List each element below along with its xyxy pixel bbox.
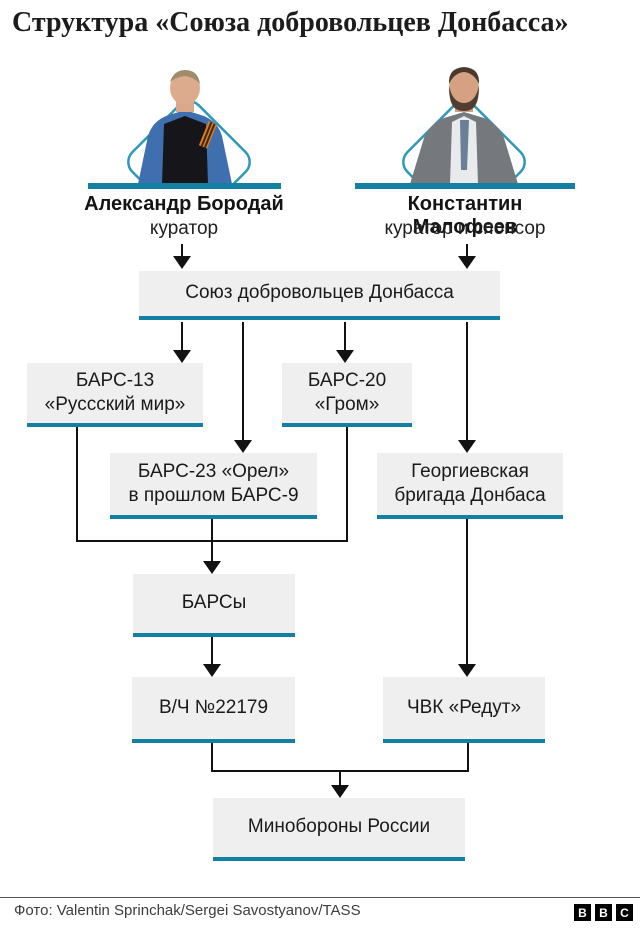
person-name-borodai: Александр Бородай (84, 193, 284, 215)
connector-vch-merge (211, 743, 213, 772)
connector-bars13-merge (76, 427, 78, 542)
arrowhead (203, 664, 221, 677)
footer-divider (0, 897, 640, 898)
arrowhead (173, 256, 191, 269)
connector-merge-bar-bottom (211, 770, 469, 772)
connector-bars20-merge (346, 427, 348, 542)
bbc-logo-block: C (616, 904, 633, 921)
node-label: Георгиевская (411, 460, 529, 482)
node-label: БАРС-23 «Орел» (137, 460, 290, 482)
connector-bars23-barsy (211, 519, 213, 562)
connector-sdd-georg (466, 322, 468, 441)
connector-borodai-sdd (181, 244, 183, 257)
connector-sdd-bars13 (181, 322, 183, 352)
arrowhead (458, 664, 476, 677)
bbc-logo-block: B (595, 904, 612, 921)
photo-malofeev (402, 67, 526, 184)
connector-georg-chvk (466, 519, 468, 665)
node-label-2: «Руссский мир» (44, 394, 186, 415)
photo-credit: Фото: Valentin Sprinchak/Sergei Savostya… (14, 902, 361, 919)
node-label-2: в прошлом БАРС-9 (128, 485, 299, 506)
arrowhead (336, 350, 354, 363)
photo-underline (355, 183, 575, 189)
node-label: В/Ч №22179 (158, 696, 269, 718)
node-chvk: ЧВК «Редут» (383, 677, 545, 743)
connector-sdd-bars23 (242, 322, 244, 441)
node-label: БАРС-20 (307, 369, 387, 391)
photo-underline (88, 183, 281, 189)
node-mod: Минобороны России (213, 798, 465, 861)
arrowhead (203, 561, 221, 574)
node-bars23: БАРС-23 «Орел» в прошлом БАРС-9 (110, 453, 317, 519)
node-label: Союз добровольцев Донбасса (185, 282, 454, 304)
node-bars13: БАРС-13 «Руссский мир» (27, 363, 203, 427)
connector-malofeev-sdd (466, 244, 468, 257)
node-label: БАРСы (181, 592, 247, 614)
node-georg: Георгиевская бригада Донбаса (377, 453, 563, 519)
node-bars20: БАРС-20 «Гром» (282, 363, 412, 427)
arrowhead (234, 440, 252, 453)
node-vch: В/Ч №22179 (132, 677, 295, 743)
arrowhead (458, 440, 476, 453)
node-label: Минобороны России (247, 816, 431, 838)
node-label-2: «Гром» (314, 394, 380, 415)
connector-barsy-vch (211, 637, 213, 665)
person-role-malofeev: куратор и спонсор (384, 218, 546, 239)
arrowhead (458, 256, 476, 269)
node-sdd: Союз добровольцев Донбасса (139, 271, 500, 320)
node-label-2: бригада Донбаса (394, 485, 546, 506)
connector-merge-mod (339, 772, 341, 786)
bbc-logo: B B C (574, 904, 633, 921)
connector-sdd-bars20 (344, 322, 346, 352)
person-name-malofeev: Константин Малофеев (407, 193, 523, 238)
bbc-logo-block: B (574, 904, 591, 921)
node-label: ЧВК «Редут» (406, 696, 522, 718)
arrowhead (331, 785, 349, 798)
connector-chvk-merge (467, 743, 469, 772)
page-title: Структура «Союза добровольцев Донбасса» (12, 7, 569, 38)
node-barsy: БАРСы (133, 574, 295, 637)
photo-borodai (127, 70, 251, 184)
person-role-borodai: куратор (149, 218, 219, 239)
arrowhead (173, 350, 191, 363)
node-label: БАРС-13 (75, 369, 155, 391)
